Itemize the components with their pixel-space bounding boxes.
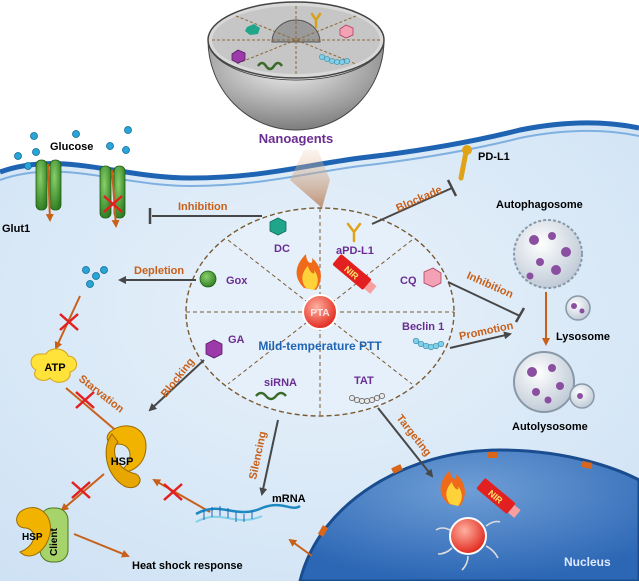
nucleus-body <box>298 448 639 583</box>
ga-molecule-icon <box>205 339 223 359</box>
hsp-small-label: HSP <box>22 532 43 543</box>
beclin-label: Beclin 1 <box>402 321 444 333</box>
glucose-label: Glucose <box>50 141 93 153</box>
autolysosome-icon <box>513 351 595 413</box>
glucose-to-atp-cross <box>59 313 79 331</box>
nuclear-pores <box>317 452 593 537</box>
glucose-molecules-icon <box>14 126 132 170</box>
heat-shock-label: Heat shock response <box>132 560 243 572</box>
blockade-bar <box>446 179 458 197</box>
heat-shock-arrow <box>73 533 130 558</box>
mild-ptt-label: Mild-temperature PTT <box>258 339 382 353</box>
sirna-strand-icon <box>255 391 287 401</box>
blocking-arrow <box>148 359 205 412</box>
hsp-label: HSP <box>111 456 134 468</box>
glut1-label: Glut1 <box>2 223 30 235</box>
pta-label: PTA <box>310 308 329 319</box>
glut1-inhibited-transporter-icon <box>99 165 126 228</box>
hsp-client-complex-icon <box>16 507 69 563</box>
dc-label: DC <box>274 243 290 255</box>
nuclear-flame-icon <box>440 470 465 506</box>
hsp-protein-icon <box>105 425 147 488</box>
tat-label: TAT <box>354 375 374 387</box>
atp-to-hsp-cross <box>75 391 95 409</box>
targeting-arrow <box>377 407 434 478</box>
gox-enzyme-icon <box>199 270 217 288</box>
cq-label: CQ <box>400 275 417 287</box>
nanoagent-sphere-icon <box>207 1 385 131</box>
nanoagent-entry-beam <box>290 150 330 208</box>
beclin-peptide-icon <box>412 337 445 351</box>
glut1-transporter-icon <box>35 159 62 222</box>
atp-icon <box>30 348 77 383</box>
sirna-label: siRNA <box>264 377 297 389</box>
nuclear-nanoparticle-icon <box>435 517 501 571</box>
nuclear-nir-laser-icon <box>476 478 521 518</box>
flame-icon <box>296 254 321 290</box>
pta-sphere-icon <box>302 294 338 330</box>
cq-inhibition-bar <box>514 307 526 323</box>
hsp-to-client-cross <box>71 481 91 499</box>
pdl1-label: PD-L1 <box>478 151 510 163</box>
inhibition-left-label: Inhibition <box>178 201 228 213</box>
atp-label: ATP <box>44 362 65 374</box>
autophagosome-icon <box>513 219 583 289</box>
dc-molecule-icon <box>269 217 287 236</box>
ga-label: GA <box>228 334 245 346</box>
gox-label: Gox <box>226 275 248 287</box>
pdl1-receptor-icon <box>458 145 472 181</box>
silencing-arrow <box>259 419 279 496</box>
autolysosome-label: Autolysosome <box>512 421 588 433</box>
mrna-strand-icon <box>195 503 301 523</box>
mrna-label: mRNA <box>272 493 306 505</box>
apdl1-label: aPD-L1 <box>336 245 374 257</box>
nucleus-label: Nucleus <box>564 555 611 569</box>
nucleus-export-arrow <box>288 538 313 557</box>
promotion-arrow <box>449 331 512 349</box>
nanoagents-label: Nanoagents <box>259 131 333 146</box>
apdl1-antibody-icon <box>346 222 362 243</box>
intracellular-glucose-icon <box>82 266 108 288</box>
autophagosome-label: Autophagosome <box>496 199 583 211</box>
cell-membrane-outer <box>0 120 639 181</box>
nir-laser-icon <box>332 254 377 294</box>
atp-to-hsp-arrow <box>65 387 122 436</box>
client-label: Client <box>49 528 60 556</box>
lysosome-icon <box>565 295 591 321</box>
cq-molecule-icon <box>423 267 442 288</box>
cq-inhibition-arrow <box>447 281 521 317</box>
mrna-to-hsp-cross <box>163 483 183 501</box>
depletion-label: Depletion <box>134 265 184 277</box>
mrna-to-hsp-arrow <box>152 479 211 513</box>
blockade-arrow <box>371 187 453 225</box>
tat-peptide-icon <box>349 393 385 404</box>
lysosome-label: Lysosome <box>556 331 610 343</box>
